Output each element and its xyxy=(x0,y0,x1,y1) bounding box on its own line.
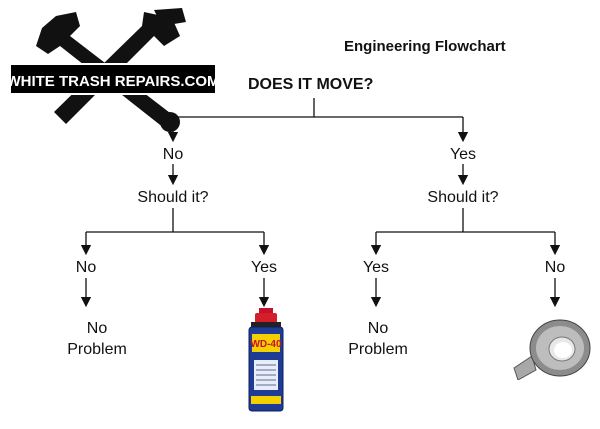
svg-text:WD-40: WD-40 xyxy=(250,339,282,350)
duct-tape-icon xyxy=(513,319,591,380)
wd40-can-icon: WD-40 xyxy=(248,308,284,412)
outcome-line1: No xyxy=(86,320,108,337)
outcome-no-problem-right: No Problem xyxy=(348,318,408,360)
outcome-line2: Problem xyxy=(67,341,127,358)
root-question: DOES IT MOVE? xyxy=(248,76,374,93)
node-lr-yes: Yes xyxy=(250,259,278,276)
node-rr-no: No xyxy=(544,259,566,276)
outcome-line2: Problem xyxy=(348,341,408,358)
node-yes-moves: Yes xyxy=(449,146,477,163)
outcome-line1: No xyxy=(367,320,389,337)
node-ll-no: No xyxy=(75,259,97,276)
node-no-moves: No xyxy=(162,146,184,163)
flowchart-title: Engineering Flowchart xyxy=(344,38,506,55)
white-trash-repairs-logo: WHITE TRASH REPAIRS.COM xyxy=(6,8,220,132)
node-rl-yes: Yes xyxy=(362,259,390,276)
node-should-it-left: Should it? xyxy=(137,189,209,206)
outcome-no-problem-left: No Problem xyxy=(67,318,127,360)
svg-text:WHITE TRASH REPAIRS.COM: WHITE TRASH REPAIRS.COM xyxy=(6,73,219,90)
node-should-it-right: Should it? xyxy=(427,189,499,206)
